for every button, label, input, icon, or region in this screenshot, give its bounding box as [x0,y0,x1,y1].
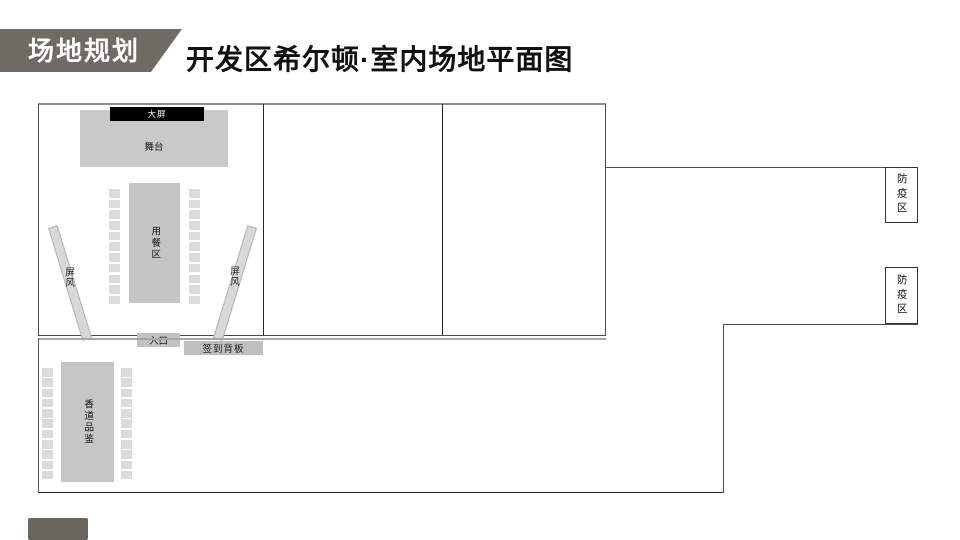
entrance-marker: 入口 [137,333,180,347]
signin-backdrop: 签到背板 [184,341,263,355]
seat [42,470,53,480]
bottom-room-outline [38,338,723,493]
wing-right-wall [723,324,724,493]
seat [42,368,53,377]
seat [189,242,200,251]
section-badge-label: 场地规划 [28,35,141,66]
seat [189,221,200,230]
seat [109,295,120,305]
seat [189,253,200,262]
seat [189,295,200,305]
seat [109,253,120,262]
dining-area: 用餐区 [129,183,180,303]
seat [42,450,53,459]
seat [189,274,200,283]
seat [121,429,132,439]
seat [121,460,132,470]
seat [42,440,53,449]
seat [189,199,200,209]
seat [121,398,132,408]
seat [121,450,132,459]
seat [42,409,53,418]
seat [109,263,120,273]
seat [189,189,200,198]
hall-divider-wall-1 [263,104,264,335]
incense-tasting-label: 香道品鉴 [82,399,94,445]
seat [109,210,120,219]
seat [121,409,132,418]
dining-area-label: 用餐区 [149,225,161,261]
led-screen-label: 大屏 [147,109,167,119]
seat [189,263,200,273]
seat [121,470,132,480]
bottom-room-top-wall [38,338,606,340]
seat [189,231,200,241]
led-screen: 大屏 [110,107,204,121]
seat [109,285,120,294]
seat [189,210,200,219]
quarantine-zone-2-label: 防疫区 [895,273,908,318]
dining-seats-right [189,189,200,305]
seat [189,285,200,294]
quarantine-zone-1-label: 防疫区 [895,173,908,217]
seat [121,378,132,387]
seat [109,221,120,230]
seat [121,419,132,428]
footer-accent-bar [28,518,88,540]
wing-bottom-wall [723,324,918,325]
seat [42,378,53,387]
seat [109,274,120,283]
seat [109,199,120,209]
seat [121,440,132,449]
seat [109,242,120,251]
quarantine-zone-2: 防疫区 [885,267,918,324]
incense-seats-right [121,368,132,480]
incense-seats-left [42,368,53,480]
seat [42,460,53,470]
folding-screen-left-label: 屏风 [63,267,74,288]
seat [42,388,53,398]
section-badge: 场地规划 [0,29,182,72]
incense-tasting-area: 香道品鉴 [61,362,114,482]
seat [121,388,132,398]
seat [42,398,53,408]
wing-top-wall [606,167,886,168]
seat [42,429,53,439]
seat [121,368,132,377]
dining-seats-left [109,189,120,305]
seat [109,189,120,198]
seat [42,419,53,428]
stage-label: 舞台 [144,141,164,153]
quarantine-zone-1: 防疫区 [885,167,918,223]
seat [109,231,120,241]
hall-divider-wall-2 [442,104,443,335]
folding-screen-right-label: 屏风 [228,266,239,287]
page-title: 开发区希尔顿·室内场地平面图 [186,44,574,75]
